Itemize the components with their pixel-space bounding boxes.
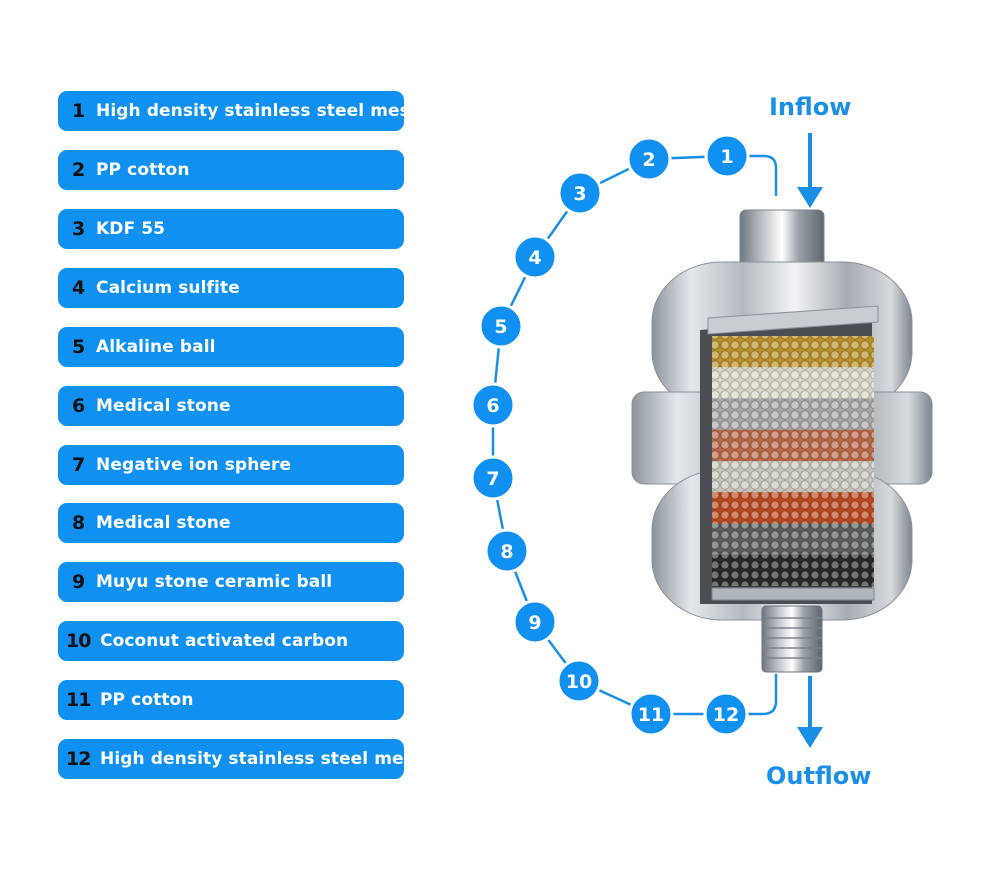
filter-media-cutaway — [700, 305, 879, 604]
legend-label: Negative ion sphere — [96, 455, 292, 475]
layer-marker-circle — [484, 528, 530, 574]
layer-marker-11: 11 — [628, 691, 674, 737]
legend-number: 1 — [72, 100, 85, 122]
inflow-arrow — [797, 133, 823, 208]
legend-item-2: 2 PP cotton — [58, 150, 404, 190]
legend-number: 7 — [72, 454, 85, 476]
layer-marker-number: 2 — [642, 149, 655, 171]
media-layer-texture — [712, 429, 874, 461]
layer-marker-circle — [512, 234, 558, 280]
layer-marker-number: 8 — [500, 541, 513, 563]
layer-marker-number: 3 — [573, 183, 586, 205]
legend-number: 8 — [72, 512, 85, 534]
media-layer-texture — [712, 336, 874, 368]
layer-marker-circle — [704, 133, 750, 179]
layer-sequence-path — [491, 154, 778, 716]
legend-item-4: 4 Calcium sulfite — [58, 268, 404, 308]
media-layer-texture — [712, 523, 874, 555]
legend-item-11: 11 PP cotton — [58, 680, 404, 720]
legend-item-1: 1 High density stainless steel mesh — [58, 91, 422, 131]
layer-marker-3: 3 — [557, 170, 603, 216]
layer-marker-number: 4 — [528, 247, 541, 269]
layer-marker-10: 10 — [556, 658, 602, 704]
layer-marker-number: 5 — [494, 316, 507, 338]
legend-label: Muyu stone ceramic ball — [96, 572, 333, 592]
layer-marker-7: 7 — [470, 455, 516, 501]
legend-number: 12 — [66, 748, 91, 770]
legend-item-5: 5 Alkaline ball — [58, 327, 404, 367]
layer-marker-2: 2 — [626, 136, 672, 182]
layer-marker-circle — [703, 691, 749, 737]
legend-label: High density stainless steel mesh — [100, 749, 427, 769]
legend-item-7: 7 Negative ion sphere — [58, 445, 404, 485]
layer-marker-9: 9 — [512, 599, 558, 645]
layer-marker-4: 4 — [512, 234, 558, 280]
legend-number: 4 — [72, 277, 85, 299]
layer-marker-12: 12 — [703, 691, 749, 737]
layer-marker-circle — [628, 691, 674, 737]
legend-label: High density stainless steel mesh — [96, 101, 423, 121]
legend-item-10: 10 Coconut activated carbon — [58, 621, 404, 661]
outflow-arrow — [797, 676, 823, 748]
legend-number: 9 — [72, 571, 85, 593]
layer-marker-number: 6 — [486, 395, 499, 417]
media-layer-texture — [712, 398, 874, 430]
legend-item-12: 12 High density stainless steel mesh — [58, 739, 426, 779]
legend-number: 10 — [66, 630, 91, 652]
layer-marker-number: 9 — [528, 612, 541, 634]
layer-marker-number: 12 — [713, 704, 739, 726]
layer-marker-number: 1 — [720, 146, 733, 168]
layer-marker-circle — [478, 303, 524, 349]
legend-item-8: 8 Medical stone — [58, 503, 404, 543]
legend-label: Alkaline ball — [96, 337, 216, 357]
legend-number: 3 — [72, 218, 85, 240]
legend-label: Medical stone — [96, 396, 231, 416]
layer-marker-6: 6 — [470, 382, 516, 428]
layer-marker-circle — [470, 382, 516, 428]
media-layer-texture — [712, 492, 874, 524]
layer-marker-number: 11 — [638, 704, 664, 726]
legend-label: Calcium sulfite — [96, 278, 240, 298]
layer-marker-circle — [556, 658, 602, 704]
legend-label: Coconut activated carbon — [100, 631, 349, 651]
layer-marker-5: 5 — [478, 303, 524, 349]
media-layer-texture — [712, 367, 874, 399]
layer-marker-circle — [557, 170, 603, 216]
media-layer-texture — [712, 461, 874, 493]
legend-label: KDF 55 — [96, 219, 166, 239]
layer-marker-circle — [470, 455, 516, 501]
legend-item-6: 6 Medical stone — [58, 386, 404, 426]
legend-label: Medical stone — [96, 513, 231, 533]
legend-item-9: 9 Muyu stone ceramic ball — [58, 562, 404, 602]
layer-marker-1: 1 — [704, 133, 750, 179]
outflow-label: Outflow — [766, 762, 872, 790]
legend-label: PP cotton — [96, 160, 190, 180]
layer-marker-circle — [626, 136, 672, 182]
legend-item-3: 3 KDF 55 — [58, 209, 404, 249]
inflow-label: Inflow — [769, 93, 852, 121]
legend-label: PP cotton — [100, 690, 194, 710]
legend-number: 2 — [72, 159, 85, 181]
layer-marker-circle — [512, 599, 558, 645]
media-layer-texture — [712, 554, 874, 586]
legend-number: 6 — [72, 395, 85, 417]
legend-number: 11 — [66, 689, 91, 711]
layer-marker-number: 10 — [566, 671, 592, 693]
legend-number: 5 — [72, 336, 85, 358]
layer-marker-number: 7 — [486, 468, 499, 490]
layer-marker-8: 8 — [484, 528, 530, 574]
